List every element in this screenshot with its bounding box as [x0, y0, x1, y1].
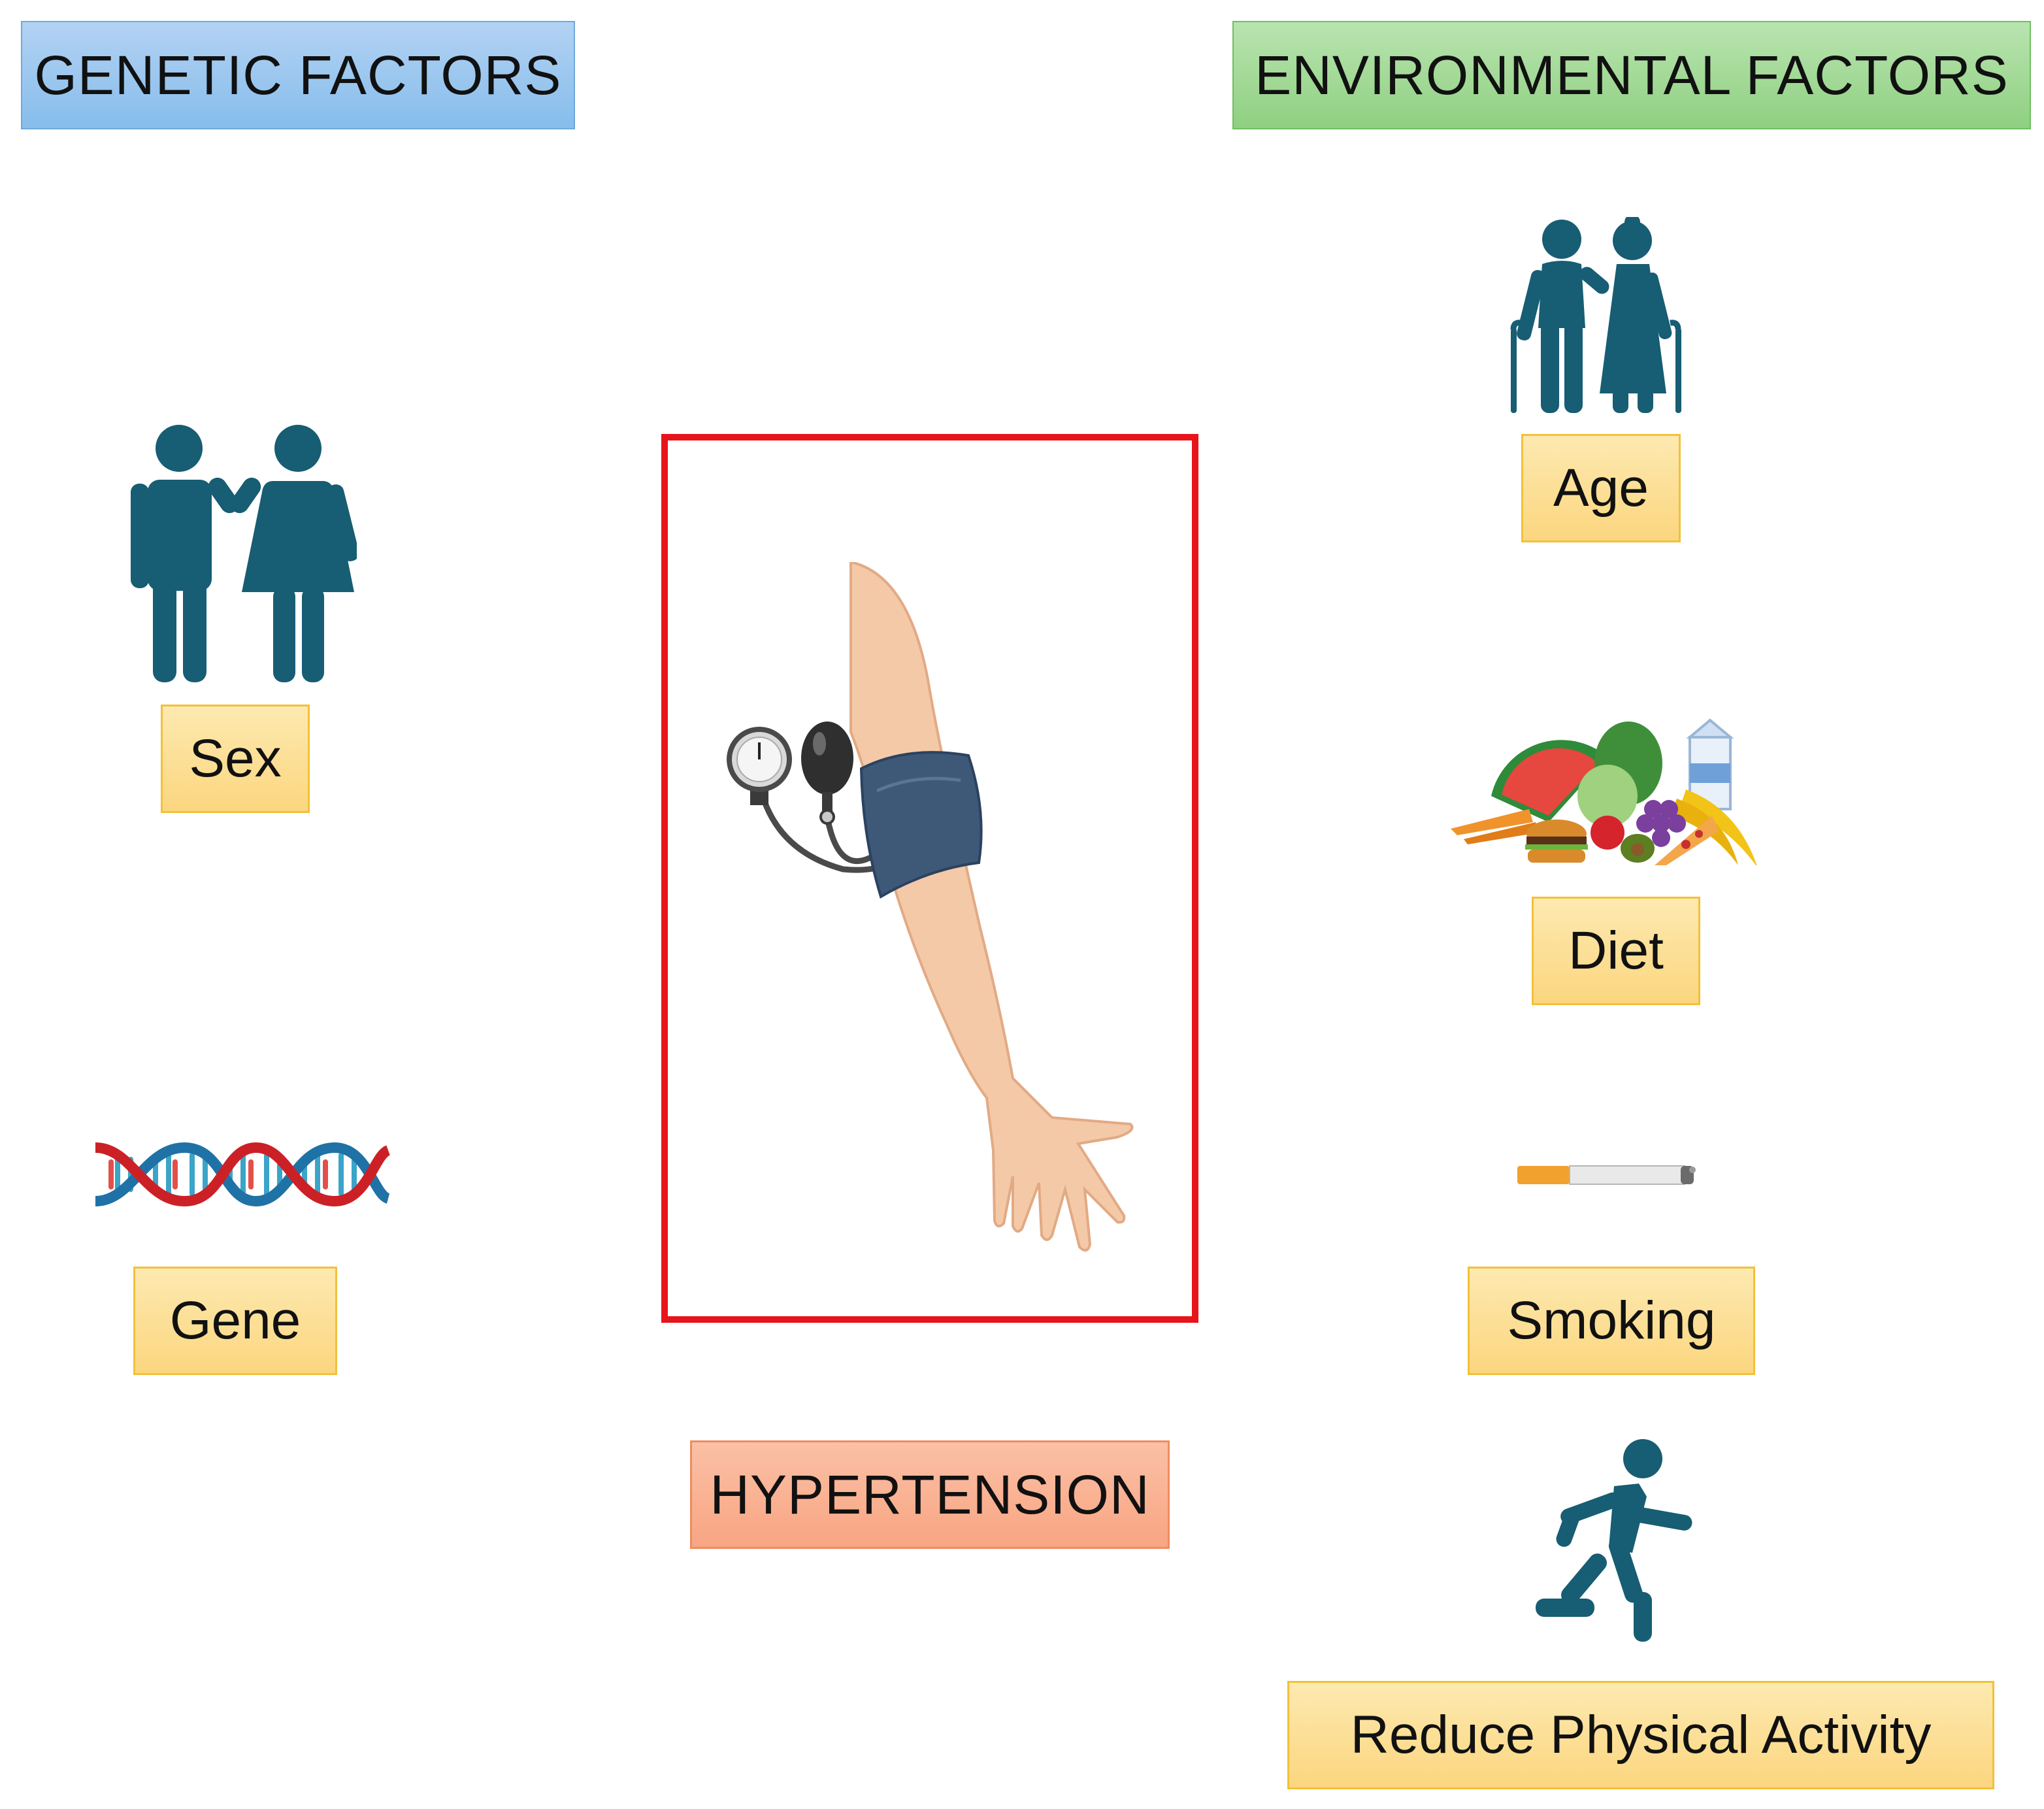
hypertension-frame [661, 434, 1198, 1323]
sex-label: Sex [161, 705, 310, 813]
genetic-factors-header: GENETIC FACTORS [21, 21, 575, 129]
cigarette-icon [1517, 1165, 1696, 1185]
environmental-factors-header: ENVIRONMENTAL FACTORS [1232, 21, 2031, 129]
gene-label: Gene [133, 1267, 337, 1375]
running-person-icon [1536, 1439, 1692, 1642]
food-icon [1451, 718, 1757, 865]
couple-icon [131, 425, 357, 682]
smoking-label: Smoking [1468, 1267, 1755, 1375]
dna-icon [95, 1142, 391, 1207]
age-label: Age [1521, 434, 1681, 542]
blood-pressure-arm-icon [727, 562, 1134, 1252]
diet-label: Diet [1532, 897, 1700, 1005]
elderly-couple-icon [1510, 217, 1681, 413]
reduce-physical-activity-label: Reduce Physical Activity [1287, 1681, 1994, 1789]
hypertension-label: HYPERTENSION [690, 1440, 1170, 1549]
